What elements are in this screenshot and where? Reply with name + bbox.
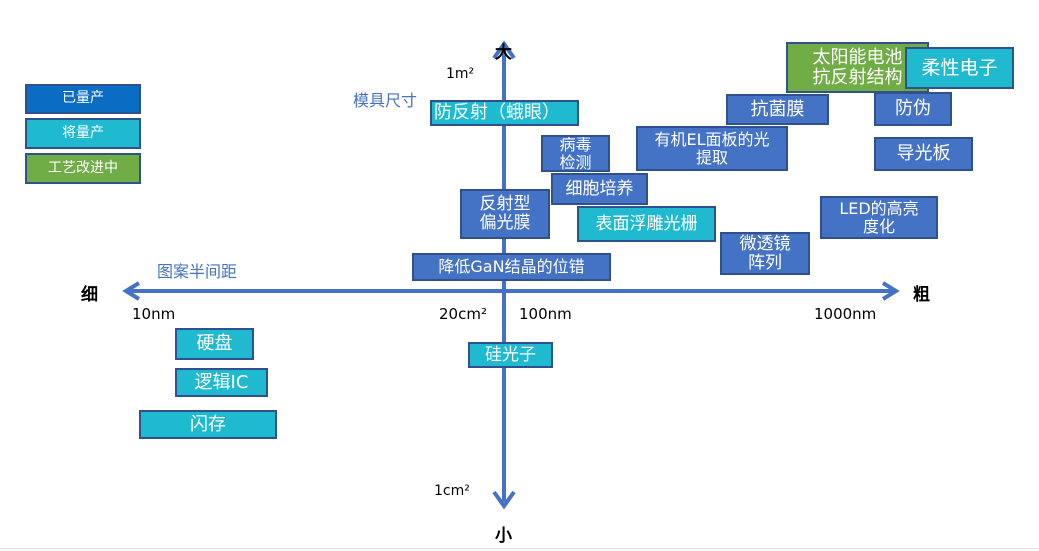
arrow-right-icon	[881, 281, 900, 301]
legend-label: 已量产	[62, 90, 104, 107]
item-light-guide-plate: 导光板	[874, 137, 973, 171]
tick-1000nm: 1000nm	[814, 305, 877, 323]
item-led-brightness: LED的高亮 度化	[820, 196, 938, 239]
tick-10nm: 10nm	[132, 305, 176, 323]
item-antibacterial-film: 抗菌膜	[726, 94, 829, 125]
legend-upcoming: 将量产	[25, 118, 141, 149]
arrow-down-icon	[492, 490, 516, 510]
tick-1m2: 1m²	[446, 66, 475, 82]
tick-1cm2: 1cm²	[434, 483, 470, 499]
item-reflective-polarizer: 反射型 偏光膜	[460, 189, 550, 239]
legend-mass-produced: 已量产	[25, 84, 141, 114]
tick-20cm2: 20cm²	[439, 305, 487, 323]
item-flash-memory: 闪存	[139, 410, 277, 439]
legend-improving: 工艺改进中	[25, 153, 141, 184]
axis-top-label: 大	[495, 43, 512, 63]
vertical-axis-title: 模具尺寸	[353, 91, 418, 110]
item-microlens-array: 微透镜 阵列	[720, 232, 810, 275]
item-gan-dislocation: 降低GaN结晶的位错	[412, 253, 611, 281]
item-anti-reflection-moth-eye: 防反射（蛾眼）	[430, 100, 579, 126]
item-silicon-photonics: 硅光子	[468, 342, 553, 368]
legend-label: 将量产	[62, 124, 104, 141]
tick-100nm: 100nm	[519, 305, 572, 323]
item-oled-light-extraction: 有机EL面板的光 提取	[636, 126, 788, 171]
item-logic-ic: 逻辑IC	[175, 368, 268, 397]
item-cell-culture: 细胞培养	[551, 173, 648, 205]
item-virus-detection: 病毒 检测	[541, 135, 610, 172]
axis-left-label: 细	[81, 285, 98, 305]
legend-label: 工艺改进中	[48, 159, 118, 176]
horizontal-axis-title: 图案半间距	[157, 262, 238, 281]
item-flexible-electronics: 柔性电子	[905, 47, 1014, 89]
axis-right-label: 粗	[913, 285, 930, 305]
item-surface-relief-grating: 表面浮雕光栅	[577, 206, 716, 242]
item-anti-counterfeit: 防伪	[874, 92, 952, 126]
arrow-up-icon	[492, 40, 516, 60]
item-hard-disk: 硬盘	[175, 328, 254, 360]
axis-bottom-label: 小	[495, 526, 512, 546]
divider	[0, 548, 1039, 549]
arrow-left-icon	[122, 281, 141, 301]
